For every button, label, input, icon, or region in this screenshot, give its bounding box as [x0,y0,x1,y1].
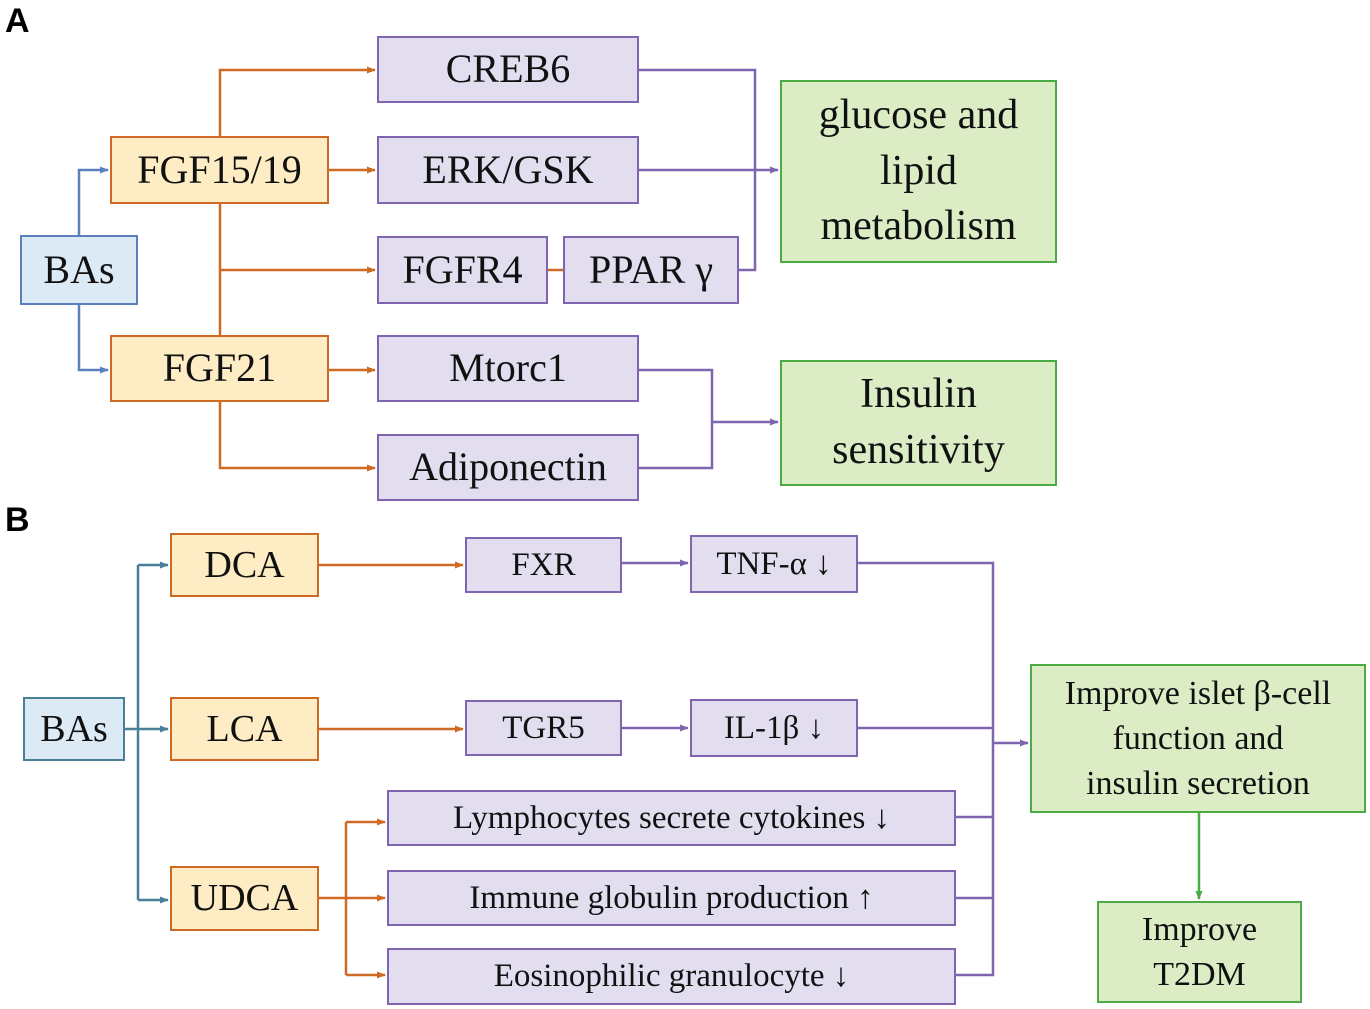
node-b-bas: BAs [23,697,125,761]
node-il-1beta: IL-1β ↓ [690,699,858,757]
line-mtorc1-adiponectin-merge [639,368,714,470]
node-fgf21: FGF21 [110,335,329,402]
arrow-bas-to-fgf21 [77,304,109,374]
node-insulin-sensitivity: Insulin sensitivity [780,360,1057,486]
node-erk-gsk: ERK/GSK [377,136,639,204]
node-udca: UDCA [170,866,319,931]
node-lca: LCA [170,697,319,761]
node-a-bas: BAs [20,235,138,305]
panel-label-b: B [5,501,30,539]
arrow-fgf21-to-adiponectin [218,402,376,472]
node-fgf15-19: FGF15/19 [110,136,329,204]
arrow-fgf15-to-creb6 [218,66,376,136]
node-improve-islet: Improve islet β-cell function and insuli… [1030,664,1366,813]
node-immune-globulin: Immune globulin production ↑ [387,870,956,926]
arrow-bas-to-fgf15 [77,166,109,235]
node-adiponectin: Adiponectin [377,434,639,501]
b-merge-line [858,561,995,977]
node-tgr5: TGR5 [465,700,622,756]
node-creb6: CREB6 [377,36,639,103]
node-eosinophilic-granulocyte: Eosinophilic granulocyte ↓ [387,948,956,1005]
node-improve-t2dm: Improve T2DM [1097,901,1302,1003]
panel-label-a: A [5,2,30,40]
node-fxr: FXR [465,537,622,593]
node-tnf-alpha: TNF-α ↓ [690,535,858,593]
node-ppar-gamma: PPAR γ [563,236,739,304]
node-dca: DCA [170,533,319,597]
node-mtorc1: Mtorc1 [377,335,639,402]
node-fgfr4: FGFR4 [377,236,548,304]
node-lymphocytes-cytokines: Lymphocytes secrete cytokines ↓ [387,790,956,846]
node-glucose-lipid-metabolism: glucose and lipid metabolism [780,80,1057,263]
